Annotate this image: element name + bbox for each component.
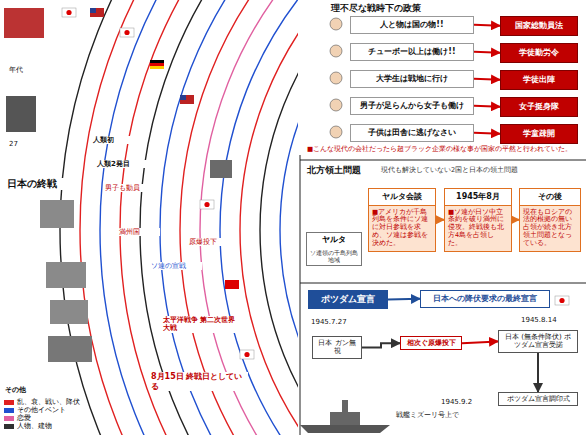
node-text: 学徒出陣 (504, 75, 574, 85)
arrow-connector (474, 133, 500, 134)
legend-row: 乱、衰、戦い、降伏 (4, 398, 80, 406)
policy-box: 国家総動員法 (500, 16, 578, 36)
event-box: ヤルタ会談■アメリカが千島列島を条件にソ連に対日参戦を求め、ソ連は参戦を決めた。 (368, 188, 436, 252)
node-text: 女子挺身隊 (504, 102, 574, 112)
event-label: 人類初 (92, 136, 134, 144)
node-text: その後 (520, 189, 580, 206)
arrow-connector (362, 343, 400, 347)
date: 1945.9.2 (440, 398, 486, 406)
caption-note: 戦艦ミズーリ号上で (395, 412, 487, 420)
title-box: ポツダム宣言 (308, 290, 388, 309)
legend-row: その他イベント (4, 406, 80, 414)
battleship (300, 400, 390, 433)
legend-text: その他イベント (17, 406, 66, 414)
flags (62, 8, 254, 359)
node-body: ■ソ連が日ソ中立条約を破り満州に侵攻。終戦後も北方4島を占領した。 (445, 206, 511, 251)
speech-box: 大学生は戦地に行け (350, 70, 474, 88)
section-heading: 理不尽な戦時下の政策 (330, 3, 492, 14)
event-box: 日本 (無条件降伏) ポツダム宣言受諾 (498, 330, 578, 353)
arrow-connector (474, 25, 500, 26)
node-text: ポツダム宣言調印式 (502, 395, 574, 403)
node-body: 現在もロシアの法的根拠の無い占領が続き北方領土問題となっている。 (520, 206, 580, 251)
timeline-arcs (60, 0, 298, 435)
character-icons (330, 18, 342, 138)
arrow-connector (474, 79, 500, 80)
speech-box: チューボー以上は働け!! (350, 43, 474, 61)
event-label: 原爆投下 (188, 238, 234, 246)
event-label: ソ連の宣戦 (150, 262, 202, 270)
node-text: ヤルタ会談 (369, 189, 435, 206)
node-text: 国家総動員法 (504, 21, 574, 31)
node-text: チューボー以上は働け!! (354, 47, 470, 57)
node-text: 学徒勤労令 (504, 48, 574, 58)
policy-box: 学徒出陣 (500, 70, 578, 90)
legend-text: 人物、建物 (17, 422, 52, 430)
event-label: 人類2発目 (96, 160, 148, 168)
section-dividers (300, 155, 586, 435)
page-number: 27 (8, 140, 26, 148)
node-text: 相次ぐ原爆投下 (404, 339, 458, 347)
event-box: 1945年8月■ソ連が日ソ中立条約を破り満州に侵攻。終戦後も北方4島を占領した。 (444, 188, 512, 252)
subtitle: 現代も解決していない2国と日本の領土問題 (380, 167, 562, 175)
policy-box: 学童疎開 (500, 124, 578, 144)
section-heading: 日本の終戦 (6, 178, 68, 190)
node-text: 子供は田舎に逃げなさい (354, 128, 470, 138)
node-text: 日本への降伏要求の最終宣言 (425, 294, 545, 304)
arrow-connector (512, 219, 519, 221)
policy-box: 女子挺身隊 (500, 97, 578, 117)
legend-text: 乱、衰、戦い、降伏 (17, 398, 80, 406)
arrow-connector (388, 298, 420, 301)
date: 1945.7.27 (310, 318, 362, 326)
speech-box: 子供は田舎に逃げなさい (350, 124, 474, 142)
arrow-connector (436, 219, 444, 221)
photos (4, 8, 232, 362)
legend-swatch (4, 424, 14, 429)
note: ■こんな現代の会社だったら超ブラック企業の様な事が国家の平然と行われていた。 (306, 146, 584, 154)
axis-label: 年代 (8, 66, 40, 74)
node-body: ■アメリカが千島列島を条件にソ連に対日参戦を求め、ソ連は参戦を決めた。 (369, 206, 435, 251)
node-text: ポツダム宣言 (314, 294, 382, 305)
node-body: ソ連領の千島列島地域 (307, 247, 361, 265)
event-label: 満州国 (118, 228, 160, 236)
legend-heading: その他 (4, 386, 36, 394)
legend-swatch (4, 408, 14, 413)
event-label: 太平洋戦争 第二次世界大戦 (162, 316, 240, 333)
legend-swatch (4, 400, 14, 405)
node-text: 日本 ガン無視 (316, 339, 358, 356)
node-text: 1945年8月 (445, 189, 511, 206)
section-heading: 北方領土問題 (306, 165, 378, 176)
node-text: 男子が足らんから女子も働け (354, 101, 470, 111)
event-box: 相次ぐ原爆投下 (400, 336, 462, 350)
map-note: ヤルタソ連領の千島列島地域 (306, 232, 362, 266)
event-box: 日本 ガン無視 (312, 336, 362, 359)
arrow-connector (474, 52, 500, 53)
node-text: 学童疎開 (504, 129, 574, 139)
legend-row: 恋愛 (4, 414, 80, 422)
node-text: 大学生は戦地に行け (354, 74, 470, 84)
policy-box: 学徒勤労令 (500, 43, 578, 63)
node-text: 日本 (無条件降伏) ポツダム宣言受諾 (502, 333, 574, 350)
event-label: 8月15日 終戦日としている (150, 372, 248, 391)
legend-row: 人物、建物 (4, 422, 80, 430)
node-text: ヤルタ (307, 233, 361, 247)
summary-box: 日本への降伏要求の最終宣言 (420, 290, 550, 308)
arrow-connector (474, 106, 500, 107)
event-label: 男子も動員 (104, 184, 156, 192)
speech-box: 人と物は国の物!! (350, 16, 474, 34)
date: 1945.8.14 (520, 316, 572, 324)
speech-box: 男子が足らんから女子も働け (350, 97, 474, 115)
node-text: 人と物は国の物!! (354, 20, 470, 30)
arrow-connector (462, 341, 498, 343)
arrow-connector (537, 353, 539, 392)
legend-swatch (4, 416, 14, 421)
legend-text: 恋愛 (17, 414, 31, 422)
event-box: ポツダム宣言調印式 (498, 392, 578, 406)
legend: 乱、衰、戦い、降伏その他イベント恋愛人物、建物 (4, 398, 80, 431)
event-box: その後現在もロシアの法的根拠の無い占領が続き北方領土問題となっている。 (519, 188, 581, 252)
